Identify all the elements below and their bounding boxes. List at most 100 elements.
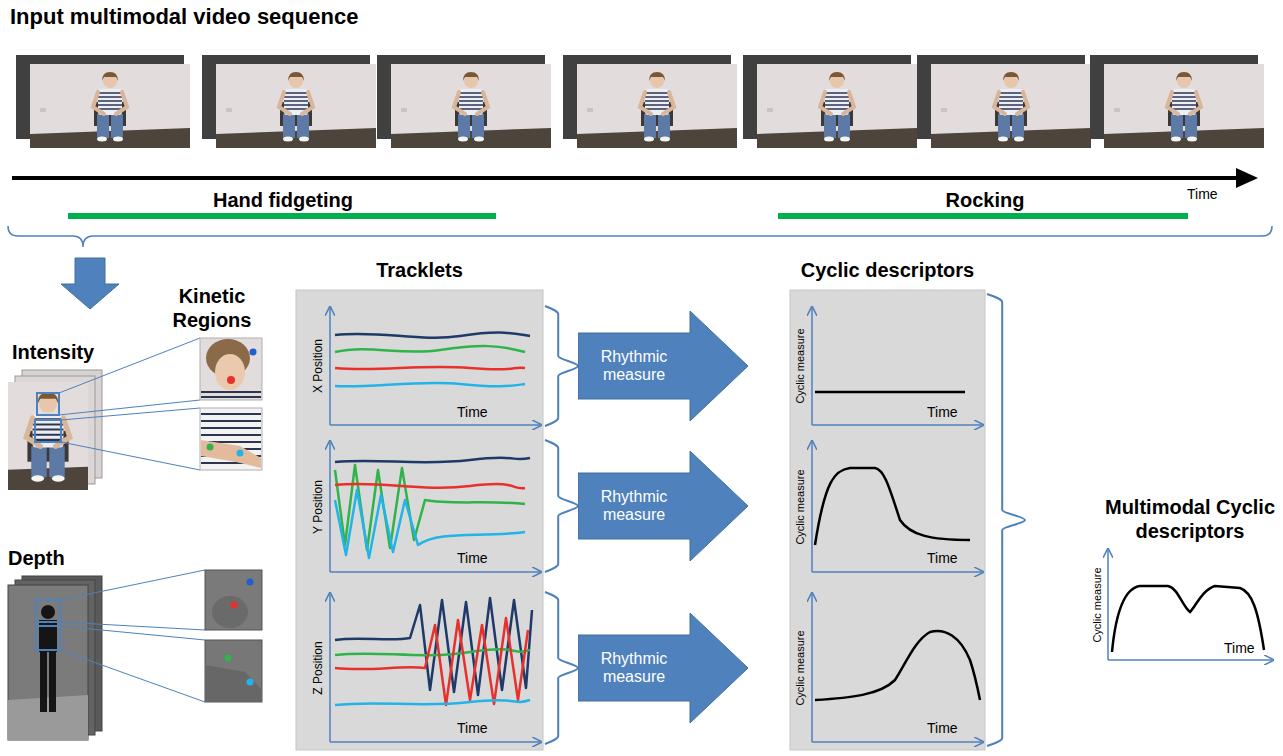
axis-label: Cyclic measure <box>795 630 806 705</box>
depth-image <box>41 605 55 619</box>
axis-label: Cyclic measure <box>1092 567 1103 642</box>
section-label: Kinetic Regions <box>162 284 262 332</box>
depth-image <box>39 620 57 652</box>
panel-ground <box>296 290 985 750</box>
arrow-shape <box>578 451 748 561</box>
plot-box: Multimodal Cyclic descriptorsCyclic meas… <box>1025 495 1278 670</box>
section-label: Rocking <box>915 188 1055 212</box>
axis-label: Time <box>455 404 490 420</box>
arrow-label: Rhythmic measure <box>578 348 690 385</box>
brace-connector <box>545 306 578 426</box>
section-label: Depth <box>8 546 65 570</box>
face-crop <box>201 392 261 397</box>
bracket <box>8 226 1272 247</box>
tracklet-curve <box>335 490 525 558</box>
plot-axis <box>329 308 331 425</box>
tracklet-curve <box>335 458 530 463</box>
panel-ground <box>296 290 543 750</box>
cyclic-curve <box>815 392 1264 700</box>
time-arrow <box>12 168 1258 188</box>
axis-label: Y Position <box>312 480 324 534</box>
panel-heading: Tracklets <box>296 258 543 282</box>
axis-label: Time <box>455 550 490 566</box>
plot-axis <box>1107 550 1109 660</box>
arrow-label: Rhythmic measure <box>578 650 690 687</box>
axis-label: Time <box>925 550 960 566</box>
panel-ground <box>790 290 985 750</box>
plot-box: Y PositionTime <box>308 436 543 576</box>
plot-box: Z PositionTime <box>308 588 543 748</box>
axis-label: Time <box>925 720 960 736</box>
cyclic-curve <box>815 391 965 394</box>
panel-box: TrackletsX PositionTimeY PositionTimeZ P… <box>296 290 543 750</box>
plot-box: Cyclic measureTime <box>792 588 985 748</box>
depth-image <box>36 626 60 650</box>
time-arrow <box>1236 168 1258 188</box>
depth-image <box>60 570 205 702</box>
depth-crop <box>231 602 238 609</box>
brace-connector <box>545 592 578 744</box>
tracklet-curve <box>335 383 525 386</box>
depth-crop <box>205 640 262 702</box>
plot-axis <box>1108 659 1272 661</box>
plot-axis <box>330 424 540 426</box>
arm-crop <box>237 450 244 457</box>
face-crop <box>250 349 257 356</box>
axis-label: Time <box>1187 186 1218 203</box>
brace-connector <box>987 294 1025 746</box>
video-frames <box>577 64 737 148</box>
video-frames <box>391 64 551 148</box>
axis-label: Cyclic measure <box>795 469 806 544</box>
axis-label: X Position <box>312 339 324 393</box>
depth-image <box>8 570 205 740</box>
video-frames <box>16 55 1264 148</box>
section-label: Hand fidgeting <box>173 188 393 212</box>
tracklet-curve <box>335 484 525 489</box>
plot-axis <box>329 442 331 572</box>
axis-label: Cyclic measure <box>795 328 806 403</box>
intensity-image <box>37 393 59 415</box>
intensity-image <box>0 338 200 490</box>
panel-heading: Cyclic descriptors <box>790 258 985 282</box>
plot-axis <box>811 442 813 572</box>
video-frames <box>1104 64 1264 148</box>
axis-label: Z Position <box>312 641 324 694</box>
face-crop <box>227 376 235 384</box>
arm-crop <box>207 444 214 451</box>
video-frames <box>216 64 376 148</box>
depth-crop <box>205 570 262 630</box>
intensity-image <box>0 382 151 490</box>
plot-axis <box>812 571 982 573</box>
activity-bar <box>778 213 1188 219</box>
plot-axis <box>330 571 540 573</box>
arrow-shape <box>578 613 748 723</box>
depth-crop <box>247 579 254 586</box>
plot-axis <box>812 741 982 743</box>
plot-axis <box>811 308 813 425</box>
brace-connector <box>545 440 578 572</box>
depth-image <box>8 695 88 740</box>
depth-crop <box>205 570 262 702</box>
tracklet-curve <box>335 700 530 705</box>
arm-crop <box>200 408 262 470</box>
face-crop <box>200 338 262 400</box>
activity-bar <box>68 213 496 219</box>
plot-box: X PositionTime <box>308 302 543 430</box>
time-arrow <box>12 176 1240 180</box>
tracklet-curve <box>335 367 525 370</box>
down-arrow <box>61 258 119 309</box>
tracklet-curve <box>335 333 530 338</box>
intensity-image <box>35 420 61 442</box>
depth-image <box>49 650 56 712</box>
cyclic-curve <box>815 468 970 545</box>
diagram-title: Input multimodal video sequence <box>10 4 358 30</box>
depth-image <box>36 600 60 622</box>
arm-crop <box>201 440 261 468</box>
video-frames <box>757 64 917 148</box>
tracklet-curve <box>335 346 525 352</box>
face-crop <box>200 338 262 400</box>
axis-label: Time <box>925 404 960 420</box>
face-crop <box>215 354 245 390</box>
plot-box: Cyclic measureTime <box>792 302 985 430</box>
tracklet-curve <box>335 333 532 705</box>
